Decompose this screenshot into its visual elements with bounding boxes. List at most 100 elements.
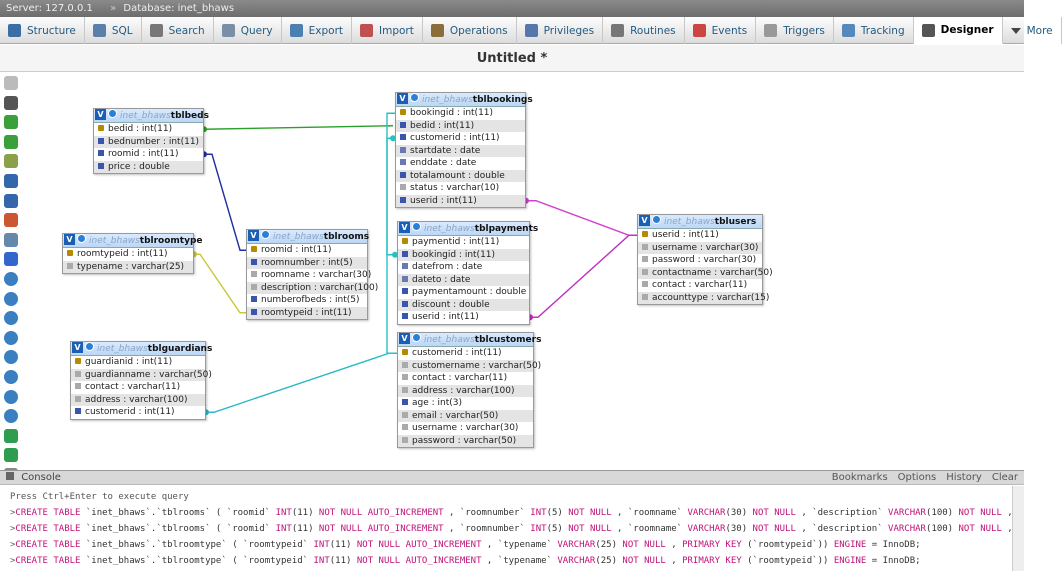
tab-operations[interactable]: Operations [423,17,517,44]
console-action-clear[interactable]: Clear [991,472,1018,483]
tab-designer[interactable]: Designer [913,17,1003,44]
small-big-icon[interactable] [4,369,18,384]
tab-import[interactable]: Import [352,17,423,44]
toggle-columns-icon[interactable]: V [399,333,410,344]
table-field-row[interactable]: username : varchar(30) [638,241,762,254]
table-field-row[interactable]: startdate : date [396,144,525,157]
relation-beds-bookings[interactable] [203,125,394,130]
relation-bookings-users[interactable] [526,200,637,236]
relation-payments-bookings[interactable] [386,112,395,256]
toggle-small-big-icon[interactable] [4,389,18,404]
table-field-row[interactable]: guardianid : int(11) [71,356,205,369]
angular-links-icon[interactable] [4,330,18,345]
save-icon[interactable] [4,173,18,188]
table-field-row[interactable]: customerid : int(11) [398,347,533,360]
table-field-row[interactable]: address : varchar(100) [71,393,205,406]
table-field-row[interactable]: roomtypeid : int(11) [63,248,193,261]
relation-roomtype-rooms[interactable] [194,253,246,314]
move-menu-icon[interactable] [4,448,18,463]
export-schema-icon[interactable] [4,409,18,424]
relation-endpoint-icon[interactable] [392,251,398,258]
table-field-row[interactable]: contact : varchar(11) [638,279,762,292]
toggle-columns-icon[interactable]: V [95,109,106,120]
table-options-icon[interactable] [261,230,270,239]
toggle-columns-icon[interactable]: V [639,215,650,226]
table-field-row[interactable]: userid : int(11) [638,229,762,242]
table-field-row[interactable]: status : varchar(10) [396,182,525,195]
table-field-row[interactable]: totalamount : double [396,169,525,182]
save-page-icon[interactable] [4,134,18,149]
reload-display-icon[interactable] [4,291,18,306]
table-field-row[interactable]: enddate : date [396,157,525,170]
tab-routines[interactable]: Routines [603,17,685,44]
table-field-row[interactable]: dateto : date [398,273,529,286]
relation-beds-rooms[interactable] [204,153,246,251]
table-field-row[interactable]: email : varchar(50) [398,409,533,422]
toggle-columns-icon[interactable]: V [397,93,408,104]
table-field-row[interactable]: bookingid : int(11) [398,248,529,261]
console-body[interactable]: Press Ctrl+Enter to execute query >CREAT… [0,485,1024,569]
table-field-row[interactable]: bedid : int(11) [94,123,203,136]
table-field-row[interactable]: paymentamount : double [398,286,529,299]
table-field-row[interactable]: bednumber : int(11) [94,135,203,148]
table-options-icon[interactable] [652,215,661,224]
table-field-row[interactable]: username : varchar(30) [398,422,533,435]
fullscreen-icon[interactable] [4,95,18,110]
tab-events[interactable]: Events [685,17,757,44]
table-field-row[interactable]: userid : int(11) [398,311,529,324]
table-field-row[interactable]: accounttype : varchar(15) [638,291,769,304]
table-options-icon[interactable] [108,109,117,118]
table-options-icon[interactable] [412,333,421,342]
save-as-icon[interactable] [4,193,18,208]
table-field-row[interactable]: price : double [94,160,203,173]
table-field-row[interactable]: contact : varchar(11) [71,381,205,394]
table-field-row[interactable]: paymentid : int(11) [398,236,529,249]
help-icon[interactable] [4,311,18,326]
relation-endpoint-icon[interactable] [390,135,396,142]
breadcrumb-database[interactable]: Database: inet_bhaws [123,3,235,14]
table-options-icon[interactable] [412,222,421,231]
console-query-line[interactable]: >CREATE TABLE `inet_bhaws`.`tblroomtype`… [10,537,1006,553]
toggle-columns-icon[interactable]: V [64,234,75,245]
console-action-history[interactable]: History [946,472,982,483]
console-query-line[interactable]: >CREATE TABLE `inet_bhaws`.`tblrooms` ( … [10,505,1013,521]
tab-export[interactable]: Export [282,17,353,44]
tab-tracking[interactable]: Tracking [834,17,914,44]
console-action-options[interactable]: Options [897,472,937,483]
toggle-columns-icon[interactable]: V [248,230,259,241]
console-query-line[interactable]: >CREATE TABLE `inet_bhaws`.`tblrooms` ( … [10,521,1013,537]
table-options-icon[interactable] [410,93,419,102]
table-field-row[interactable]: password : varchar(30) [638,254,762,267]
console-toggle-icon[interactable] [6,472,14,480]
relation-payments-users[interactable] [530,234,637,318]
table-field-row[interactable]: roomtypeid : int(11) [247,306,367,319]
table-field-row[interactable]: typename : varchar(25) [63,260,193,273]
load-page-icon[interactable] [4,154,18,169]
table-options-icon[interactable] [77,234,86,243]
delete-page-icon[interactable] [4,213,18,228]
table-field-row[interactable]: bookingid : int(11) [396,107,525,120]
table-field-row[interactable]: datefrom : date [398,261,529,274]
toggle-columns-icon[interactable]: V [399,222,410,233]
table-field-row[interactable]: contactname : varchar(50) [638,266,773,279]
tab-sql[interactable]: SQL [85,17,142,44]
table-field-row[interactable]: description : varchar(100) [247,281,378,294]
table-field-row[interactable]: customerid : int(11) [71,406,205,419]
console-scrollbar[interactable] [1012,486,1024,571]
build-query-icon[interactable] [4,428,18,443]
add-page-icon[interactable] [4,115,18,130]
